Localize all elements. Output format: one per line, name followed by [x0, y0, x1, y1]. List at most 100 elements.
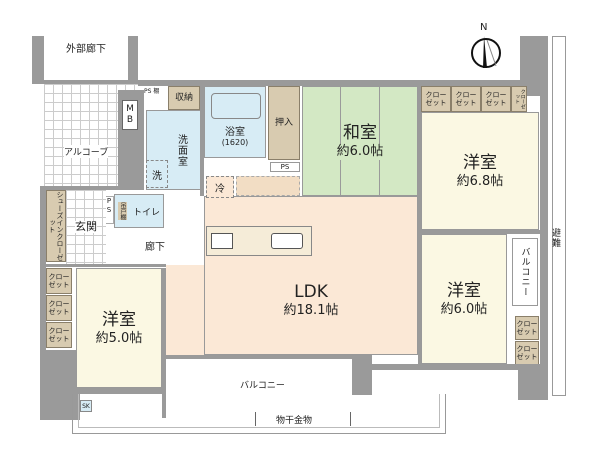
closet-label: クロー ゼット	[48, 299, 70, 316]
kitchen-cabinet	[236, 176, 300, 196]
closet-label: クロー ゼット	[485, 90, 507, 107]
closet-label: クロー ゼット	[516, 344, 538, 361]
fridge-space: 冷	[206, 176, 234, 198]
kitchen-counter	[206, 226, 312, 256]
evacuation-label: 避難	[550, 228, 560, 248]
toilet: 吊戸棚 トイレ	[114, 194, 164, 228]
north-label: N	[480, 22, 488, 33]
washroom-label: 洗面室	[175, 133, 187, 167]
fridge-label: 冷	[215, 183, 225, 195]
drying-rack-mark	[255, 412, 256, 426]
oshiire-label: 押入	[274, 117, 293, 128]
wall	[138, 80, 540, 86]
ps-label: PS	[106, 197, 112, 215]
wall	[76, 388, 166, 394]
wall	[46, 264, 166, 267]
wall	[352, 355, 372, 395]
balcony	[72, 394, 446, 434]
side-balcony: バルコニー	[512, 238, 538, 306]
japanese-room: 和室 約6.0帖	[302, 86, 418, 196]
room-size: 約6.0帖	[336, 143, 384, 161]
hallway-label: 廊下	[145, 241, 165, 253]
balcony-inner	[78, 394, 440, 428]
ps-label: PS	[270, 162, 300, 172]
room-size: 約18.1帖	[283, 303, 339, 319]
meter-box: MB	[122, 100, 138, 130]
bathroom: 浴室 (1620)	[204, 86, 266, 158]
shoe-closet-label: シューズインクローゼット	[48, 191, 65, 261]
ldk: LDK 約18.1帖	[204, 196, 418, 355]
oshiire: 押入	[268, 86, 300, 160]
storage-label: 収納	[174, 92, 193, 103]
room-name: 洋室	[463, 152, 497, 173]
washroom: 洗面室	[146, 110, 202, 190]
wall	[40, 188, 46, 420]
wall	[128, 36, 138, 90]
washer-label: 洗	[152, 170, 162, 182]
wall	[418, 234, 421, 364]
shoe-closet: シューズインクローゼット	[46, 190, 66, 262]
sink-icon	[271, 233, 303, 249]
wall	[540, 60, 548, 400]
storage: 収納	[168, 86, 200, 110]
outer-corridor-label: 外部廊下	[66, 43, 106, 55]
wall	[518, 364, 548, 400]
bath-label: 浴室	[225, 127, 245, 138]
wall	[162, 268, 166, 418]
alcove-label: アルコーブ	[64, 145, 109, 158]
ps-shelf: PS 棚	[144, 86, 168, 106]
wall	[40, 350, 80, 420]
wall	[40, 186, 144, 190]
stove-icon	[211, 233, 233, 249]
closet: クロー ゼット	[46, 295, 72, 321]
ldk-extension	[166, 265, 208, 355]
closet-label: クロー ゼット	[425, 90, 447, 107]
closet: クロー ゼット	[421, 86, 451, 112]
closet-label: クロー ゼット	[48, 272, 70, 289]
entrance-label: 玄関	[75, 219, 97, 234]
closet: クロー ゼット	[46, 268, 72, 294]
closet: クロー ゼット	[515, 316, 539, 340]
room-name: LDK	[294, 282, 328, 302]
closet: クロー ゼット	[481, 86, 511, 112]
western-room-6-8: 洋室 約6.8帖	[421, 112, 539, 230]
closet-label: クローゼット	[514, 89, 526, 109]
closet: クロー ゼット	[515, 341, 539, 365]
wall	[166, 355, 354, 359]
room-size: 約6.0帖	[440, 301, 488, 317]
wall	[418, 230, 540, 234]
wall	[32, 36, 44, 82]
drying-rack-label: 物干金物	[276, 416, 313, 426]
evacuation-area	[552, 36, 566, 396]
outer-corridor: 外部廊下	[44, 36, 128, 62]
ps-label: PS	[144, 88, 152, 95]
shelf-label: 棚	[153, 88, 160, 95]
sk-label: SK	[80, 400, 92, 412]
closet-label: クロー ゼット	[455, 90, 477, 107]
hallway: 廊下	[106, 230, 204, 264]
bathtub-icon	[211, 93, 261, 119]
bath-size: (1620)	[221, 138, 249, 147]
washer-space: 洗	[146, 160, 168, 188]
entrance: 玄関	[66, 190, 106, 264]
toilet-label: トイレ	[132, 207, 160, 218]
closet: クロー ゼット	[46, 322, 72, 348]
north-arrow-icon: N	[466, 22, 506, 72]
western-room-6-0: 洋室 約6.0帖	[421, 234, 507, 364]
room-name: 洋室	[102, 309, 136, 330]
closet: クローゼット	[511, 86, 527, 112]
room-name: 洋室	[447, 280, 481, 301]
room-size: 約5.0帖	[95, 330, 143, 346]
drying-rack-mark	[350, 412, 351, 426]
mb-label: MB	[126, 104, 134, 125]
wall	[418, 86, 421, 238]
closet-label: クロー ゼット	[516, 319, 538, 336]
side-balcony-label: バルコニー	[519, 247, 530, 297]
toilet-cabinet-label: 吊戸棚	[117, 202, 127, 220]
closet: クロー ゼット	[451, 86, 481, 112]
balcony-label: バルコニー	[240, 381, 285, 391]
wall	[200, 86, 204, 196]
western-room-5-0: 洋室 約5.0帖	[76, 268, 162, 388]
room-name: 和室	[343, 121, 377, 144]
